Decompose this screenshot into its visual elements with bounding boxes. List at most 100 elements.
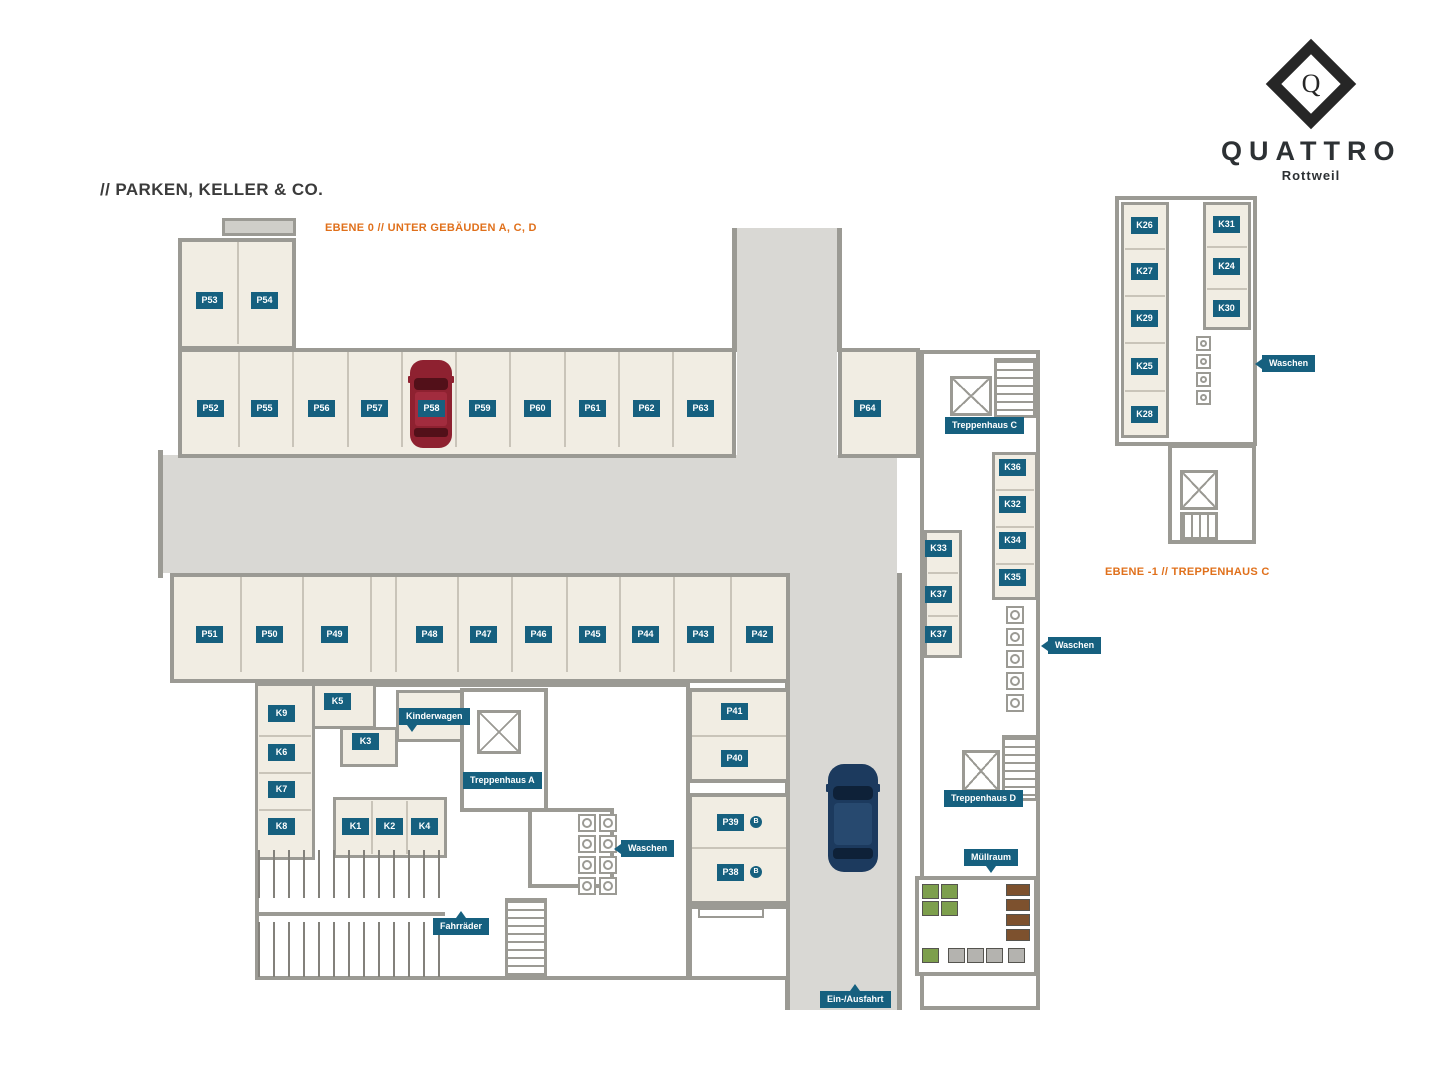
waste-bin-green (922, 884, 939, 899)
parking-space-label: P54 (251, 292, 278, 309)
stairs-icon (1002, 735, 1038, 801)
arrow-left-icon (1041, 640, 1048, 651)
cellar-room-label: K25 (1131, 358, 1158, 375)
treppenhaus-c-text: Treppenhaus C (952, 420, 1018, 430)
parking-divider (455, 352, 457, 447)
parking-space-label: P38 (717, 864, 744, 881)
waste-bin-gray (986, 948, 1003, 963)
elevator-icon (477, 710, 521, 754)
parking-divider (692, 735, 786, 737)
elevator-icon (962, 750, 1000, 792)
parking-space-label: P49 (321, 626, 348, 643)
cellar-room-label: K33 (925, 540, 952, 557)
ein-ausfahrt-text: Ein-/Ausfahrt (827, 994, 884, 1004)
parking-divider (509, 352, 511, 447)
waschen-right-text: Waschen (1055, 640, 1095, 650)
room-divider (928, 615, 958, 617)
parking-divider (730, 577, 732, 672)
room-divider (1125, 390, 1165, 392)
parking-space-label: P51 (196, 626, 223, 643)
logo-monogram: Q (1301, 69, 1321, 98)
parking-space-label: P56 (308, 400, 335, 417)
parking-space-label: P47 (470, 626, 497, 643)
barrier-free-badge: B (750, 816, 762, 828)
waschen-small-plan-text: Waschen (1269, 358, 1309, 368)
room-divider (1125, 295, 1165, 297)
stairs-icon (1180, 512, 1218, 540)
cellar-room-label: K8 (268, 818, 295, 835)
parking-space-label: P41 (721, 703, 748, 720)
cellar-room-label: K36 (999, 459, 1026, 476)
logo-brand-name: QUATTRO (1221, 136, 1402, 166)
parking-space-label: P50 (256, 626, 283, 643)
treppenhaus-a-label: Treppenhaus A (463, 772, 542, 789)
washer-icon (1196, 354, 1211, 369)
parking-space-label: P44 (632, 626, 659, 643)
logo-city: Rottweil (1281, 168, 1341, 183)
wall (255, 912, 445, 916)
arrow-left-icon (614, 843, 621, 854)
washing-machines-right (1006, 606, 1024, 712)
cellar-room-label: K26 (1131, 217, 1158, 234)
treppenhaus-d-text: Treppenhaus D (951, 793, 1017, 803)
parking-divider (401, 352, 403, 447)
room-divider (259, 772, 311, 774)
cellar-room-label: K3 (352, 733, 379, 750)
level-label-main: EBENE 0 // UNTER GEBÄUDEN A, C, D (325, 222, 537, 234)
washer-icon (1006, 672, 1024, 690)
room-divider (371, 801, 373, 854)
room-divider (1125, 342, 1165, 344)
parking-divider (672, 352, 674, 447)
room-divider (996, 526, 1034, 528)
cellar-room-label: K1 (342, 818, 369, 835)
room-divider (1207, 288, 1247, 290)
parking-space-label: P40 (721, 750, 748, 767)
room-divider (406, 801, 408, 854)
parking-space-label: P59 (469, 400, 496, 417)
washer-icon (1006, 650, 1024, 668)
kinderwagen-label: Kinderwagen (399, 708, 470, 732)
cellar-room-label: K29 (1131, 310, 1158, 327)
waste-bin-brown (1006, 884, 1030, 896)
waste-bin-green (941, 884, 958, 899)
washing-machines-small-plan (1196, 336, 1211, 405)
shaft-box (222, 218, 296, 236)
room-divider (259, 735, 311, 737)
stairs-icon (505, 898, 547, 978)
bike-rack (258, 922, 444, 977)
room-divider (928, 572, 958, 574)
washer-icon (1006, 606, 1024, 624)
room-divider (1207, 246, 1247, 248)
parking-space-label: P55 (251, 400, 278, 417)
parking-space-label: P58 (418, 400, 445, 417)
washing-machines-left (578, 814, 617, 895)
waste-bin-gray (948, 948, 965, 963)
cellar-room-label: K7 (268, 781, 295, 798)
fahrraeder-label: Fahrräder (433, 911, 490, 935)
cellar-room-label: K5 (324, 693, 351, 710)
parking-space-label: P61 (579, 400, 606, 417)
driveway-vertical-top (737, 228, 837, 460)
waste-bin-gray (967, 948, 984, 963)
room-divider (259, 809, 311, 811)
arrow-up-icon (850, 984, 861, 991)
parking-divider (238, 352, 240, 447)
parking-space-label: P57 (361, 400, 388, 417)
arrow-left-icon (1255, 358, 1262, 369)
washer-icon (1006, 694, 1024, 712)
waste-bin-green (922, 901, 939, 916)
parking-divider (692, 847, 786, 849)
cellar-room-label: K30 (1213, 300, 1240, 317)
washer-icon (578, 814, 596, 832)
parking-space-label: P52 (197, 400, 224, 417)
wall (158, 450, 163, 578)
parking-space-label: P63 (687, 400, 714, 417)
cellar-room-label: K32 (999, 496, 1026, 513)
waschen-right-label: Waschen (1041, 637, 1102, 654)
cellar-room-label: K6 (268, 744, 295, 761)
cellar-room-label: K35 (999, 569, 1026, 586)
parking-space-label: P60 (524, 400, 551, 417)
waschen-small-plan-label: Waschen (1255, 355, 1316, 372)
waste-bin-green (941, 901, 958, 916)
waschen-left-text: Waschen (628, 843, 668, 853)
